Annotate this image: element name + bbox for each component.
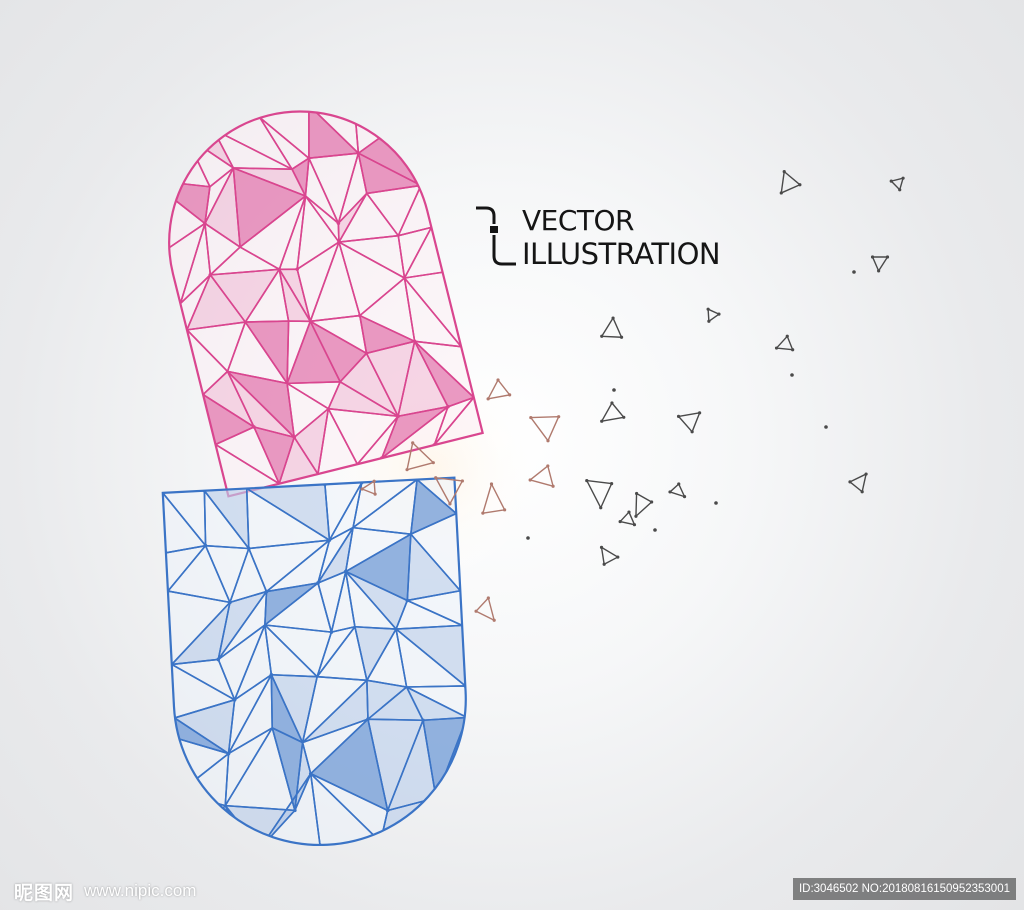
headline-vector: VECTOR: [522, 204, 635, 237]
triangle-particles: [360, 170, 905, 622]
watermark-logo: 昵图网: [14, 881, 75, 904]
watermark-brand: 昵图网 www.nipic.com: [14, 878, 196, 904]
corner-bracket-icon: [476, 206, 516, 266]
watermark-id: ID:3046502 NO:20180816150952353001: [792, 878, 1016, 900]
capsule-top-half: [141, 83, 484, 498]
capsule-bottom-half: [161, 476, 474, 853]
headline-illustration: ILLUSTRATION: [522, 237, 721, 271]
watermark-site-url: www.nipic.com: [84, 881, 197, 900]
